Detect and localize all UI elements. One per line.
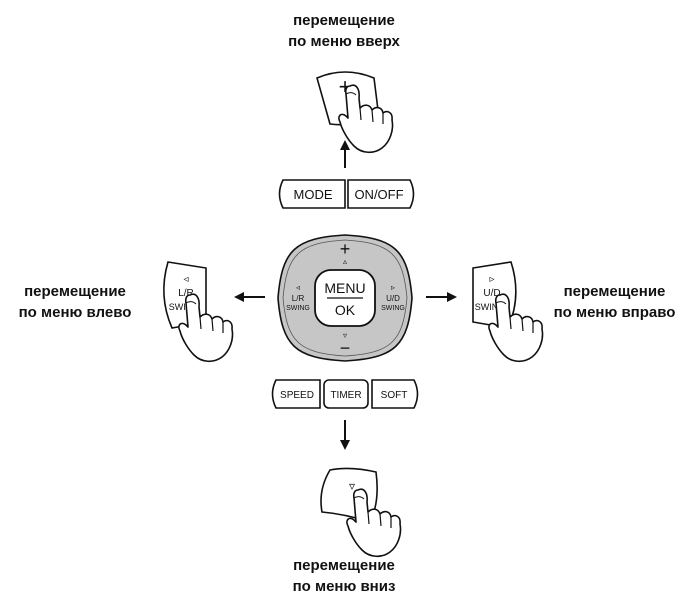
speed-button[interactable]: SPEED <box>271 379 321 409</box>
zoomed-key-right: ▹ U/D SWING <box>472 261 544 363</box>
zoomed-left-line2: SWING <box>169 302 200 312</box>
mode-label: MODE <box>294 187 333 202</box>
soft-button[interactable]: SOFT <box>371 379 419 409</box>
finger-press-right-icon <box>488 293 544 363</box>
caption-left-line2: по меню влево <box>18 304 132 321</box>
menu-label: MENU <box>324 280 365 296</box>
dpad-up-triangle-icon: ▵ <box>343 257 347 266</box>
zoomed-key-up: + <box>316 71 394 154</box>
zoomed-key-left: ◃ L/R SWING <box>163 261 234 363</box>
dpad-plus-label[interactable]: + <box>340 239 351 259</box>
zoomed-left-triangle-icon: ◃ <box>183 274 188 285</box>
dpad-minus-label[interactable]: − <box>340 338 351 358</box>
zoomed-right-triangle-icon: ▹ <box>489 274 494 285</box>
caption-up-line2: по меню вверх <box>288 33 400 50</box>
caption-move-right: перемещение по меню вправо <box>540 281 689 323</box>
caption-left-line1: перемещение <box>24 283 126 300</box>
caption-move-up: перемещение по меню вверх <box>244 10 444 52</box>
speed-label: SPEED <box>280 390 314 401</box>
zoomed-key-down: ▿ <box>320 467 402 558</box>
caption-down-line1: перемещение <box>293 557 395 574</box>
zoomed-down-triangle-icon: ▿ <box>349 479 355 493</box>
onoff-label: ON/OFF <box>354 187 403 202</box>
caption-down-line2: по меню вниз <box>292 578 396 595</box>
dpad-left-line1[interactable]: L/R <box>292 294 305 303</box>
timer-label: TIMER <box>330 390 361 401</box>
zoomed-right-line2: SWING <box>475 302 506 312</box>
dpad-left-triangle-icon: ◃ <box>296 283 300 292</box>
caption-up-line1: перемещение <box>293 12 395 29</box>
mode-button[interactable]: MODE <box>278 179 346 209</box>
dpad-right-line1[interactable]: U/D <box>386 294 400 303</box>
dpad-down-triangle-icon: ▿ <box>343 331 347 340</box>
onoff-button[interactable]: ON/OFF <box>347 179 415 209</box>
ok-label: OK <box>335 302 356 318</box>
dpad-right-line2[interactable]: SWING <box>381 305 405 312</box>
caption-right-line1: перемещение <box>563 283 666 300</box>
dpad-left-line2[interactable]: SWING <box>286 305 310 312</box>
menu-ok-button[interactable]: MENU OK <box>314 269 376 327</box>
zoomed-right-line1: U/D <box>483 288 500 299</box>
caption-right-line2: по меню вправо <box>553 304 676 321</box>
timer-button[interactable]: TIMER <box>323 379 369 409</box>
soft-label: SOFT <box>381 390 408 401</box>
zoomed-left-line1: L/R <box>178 288 194 299</box>
caption-move-down: перемещение по меню вниз <box>244 555 444 597</box>
caption-move-left: перемещение по меню влево <box>0 281 150 323</box>
dpad-right-triangle-icon: ▹ <box>391 283 395 292</box>
